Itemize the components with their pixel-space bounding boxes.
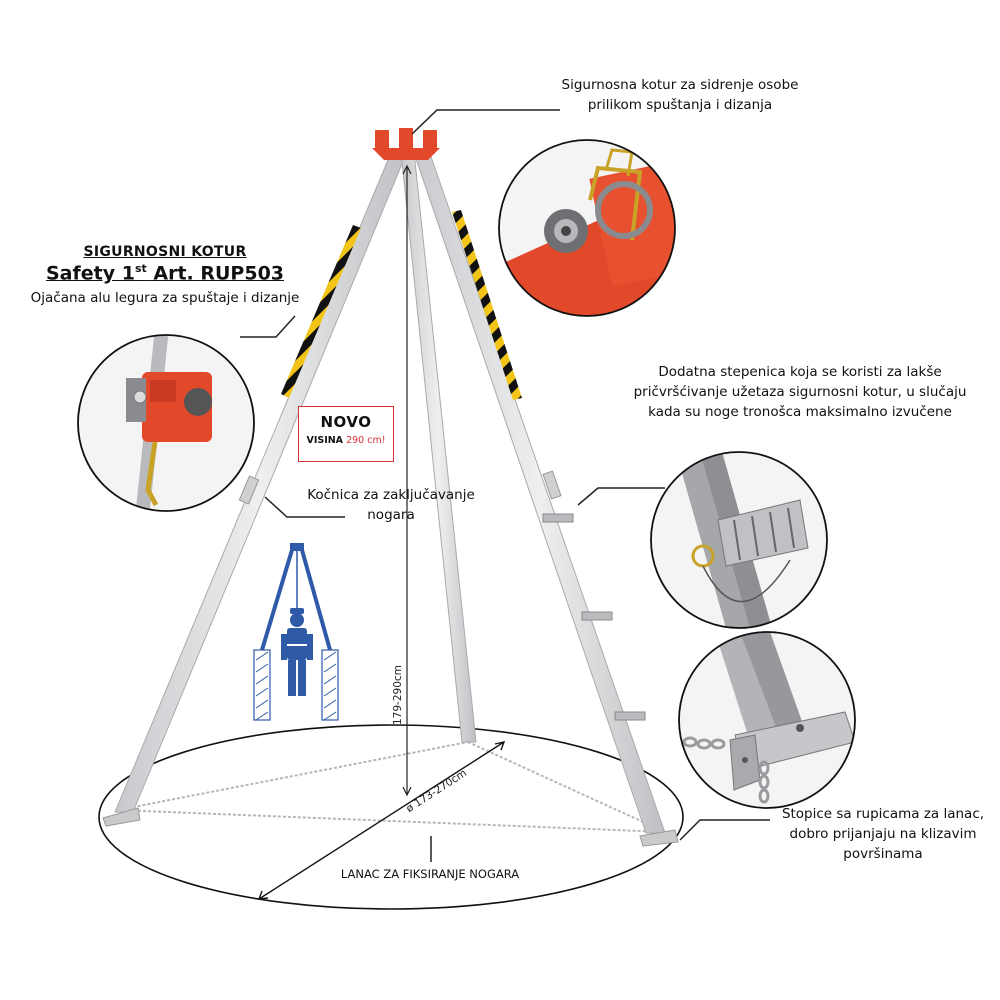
feet-leader [679,819,770,841]
product-heading: SIGURNOSNI KOTUR [83,244,247,260]
brake-leader [264,496,345,518]
height-dimension-label: 179-290cm [392,665,404,725]
left-leg-hazard-stripe [281,225,361,398]
rescue-figure-icon [253,543,339,721]
right-leg-collar [542,470,562,500]
ladder-step [614,711,646,721]
visina-label: VISINA 290 cm! [306,435,386,446]
ladder-step [581,611,613,621]
base-ellipse [98,724,684,910]
pulley-detail-circle [498,139,676,317]
title-leader [240,315,296,338]
novo-label: NOVO [320,413,372,431]
foot-detail-circle [678,631,856,809]
fixing-chain [117,741,666,833]
right-foot [639,829,679,847]
pulley-callout: Sigurnosna kotur za sidrenje osobe prili… [561,77,799,113]
winch-detail-circle [77,334,255,512]
novo-badge: NOVO VISINA 290 cm! [298,406,394,462]
height-dimension [402,164,412,797]
feet-callout: Stopice sa rupicama za lanac, dobro prij… [781,806,985,862]
ladder-step [542,513,574,523]
diameter-dimension [257,741,506,900]
brake-callout: Kočnica za zaključavanje nogara [307,487,475,523]
leader-lines [240,109,770,862]
tripod-legs [102,147,679,847]
pulley-leader [411,109,560,135]
ladder-leader [577,487,665,506]
ladder-callout: Dodatna stepenica koja se koristi za lak… [633,364,967,420]
left-foot [102,807,141,827]
tripod-head [372,128,440,160]
right-leg-hazard-stripe [452,210,522,400]
left-leg-collar [238,475,260,505]
product-name: Safety 1st Art. RUP503 [45,262,285,285]
product-subtitle: Ojačana alu legura za spuštaje i dizanje [30,290,300,307]
product-title-block: SIGURNOSNI KOTUR Safety 1st Art. RUP503 … [20,244,310,306]
chain-callout: LANAC ZA FIKSIRANJE NOGARA [340,867,520,881]
ladder-detail-circle [650,451,828,629]
